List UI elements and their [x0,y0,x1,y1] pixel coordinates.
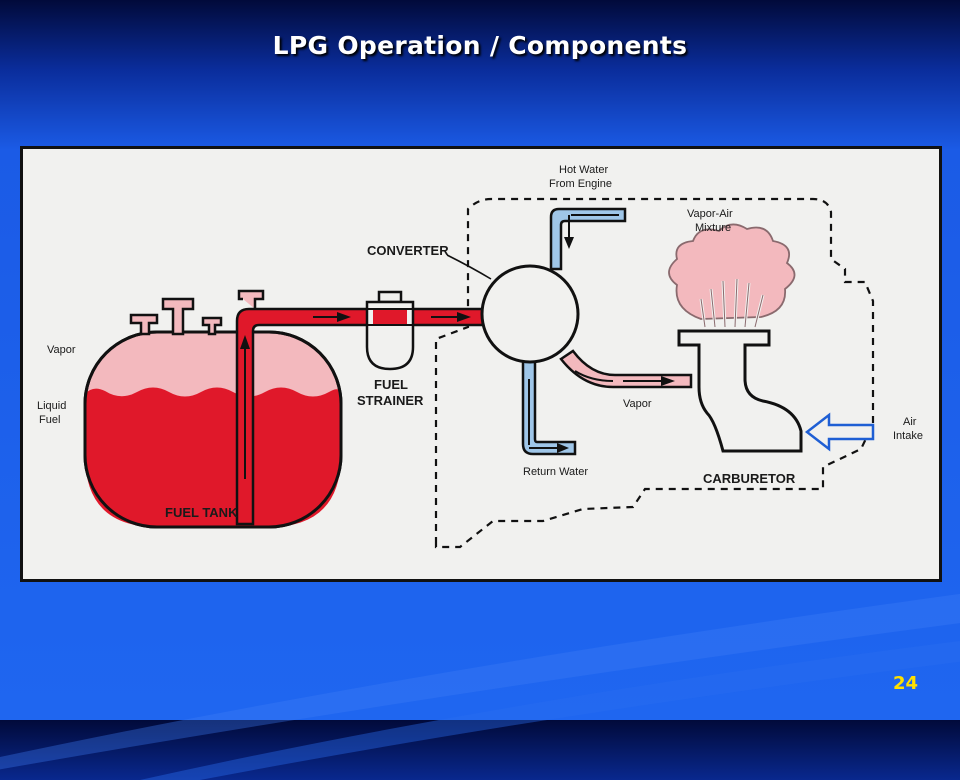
label-fuel-tank: FUEL TANK [165,505,238,520]
label-fuel-strainer-line2: STRAINER [357,393,424,408]
hot-water-line [549,207,627,271]
label-hot-water-line1: Hot Water [559,164,608,176]
label-vapor-line: Vapor [623,398,652,410]
lpg-system-diagram: Vapor Liquid Fuel FUEL TANK FUEL STRAINE… [20,146,942,582]
vapor-line [559,349,693,389]
page-number: 24 [892,673,918,694]
vapor-air-mixture-cloud [668,223,796,328]
label-vapor-tank: Vapor [47,344,76,356]
label-return-water: Return Water [523,466,588,478]
fuel-strainer [365,290,415,371]
converter [480,264,580,364]
converter-leader-line [446,254,492,280]
label-liquid: Liquid [37,400,66,412]
label-air-line1: Air [903,416,917,428]
label-fuel-strainer-line1: FUEL [374,377,408,392]
slide-title: LPG Operation / Components [272,31,688,60]
fuel-tank [83,289,343,529]
air-intake-arrow [804,412,875,452]
label-carburetor: CARBURETOR [703,471,796,486]
carburetor [677,329,803,453]
engine-enclosure-outline [434,197,875,549]
label-vapor-air-line1: Vapor-Air [687,208,733,220]
return-water-line [521,357,577,456]
label-hot-water-line2: From Engine [549,178,612,190]
label-converter: CONVERTER [367,243,449,258]
label-air-line2: Intake [893,430,923,442]
label-fuel: Fuel [39,414,60,426]
background-swoosh [0,593,960,780]
label-vapor-air-line2: Mixture [695,222,731,234]
